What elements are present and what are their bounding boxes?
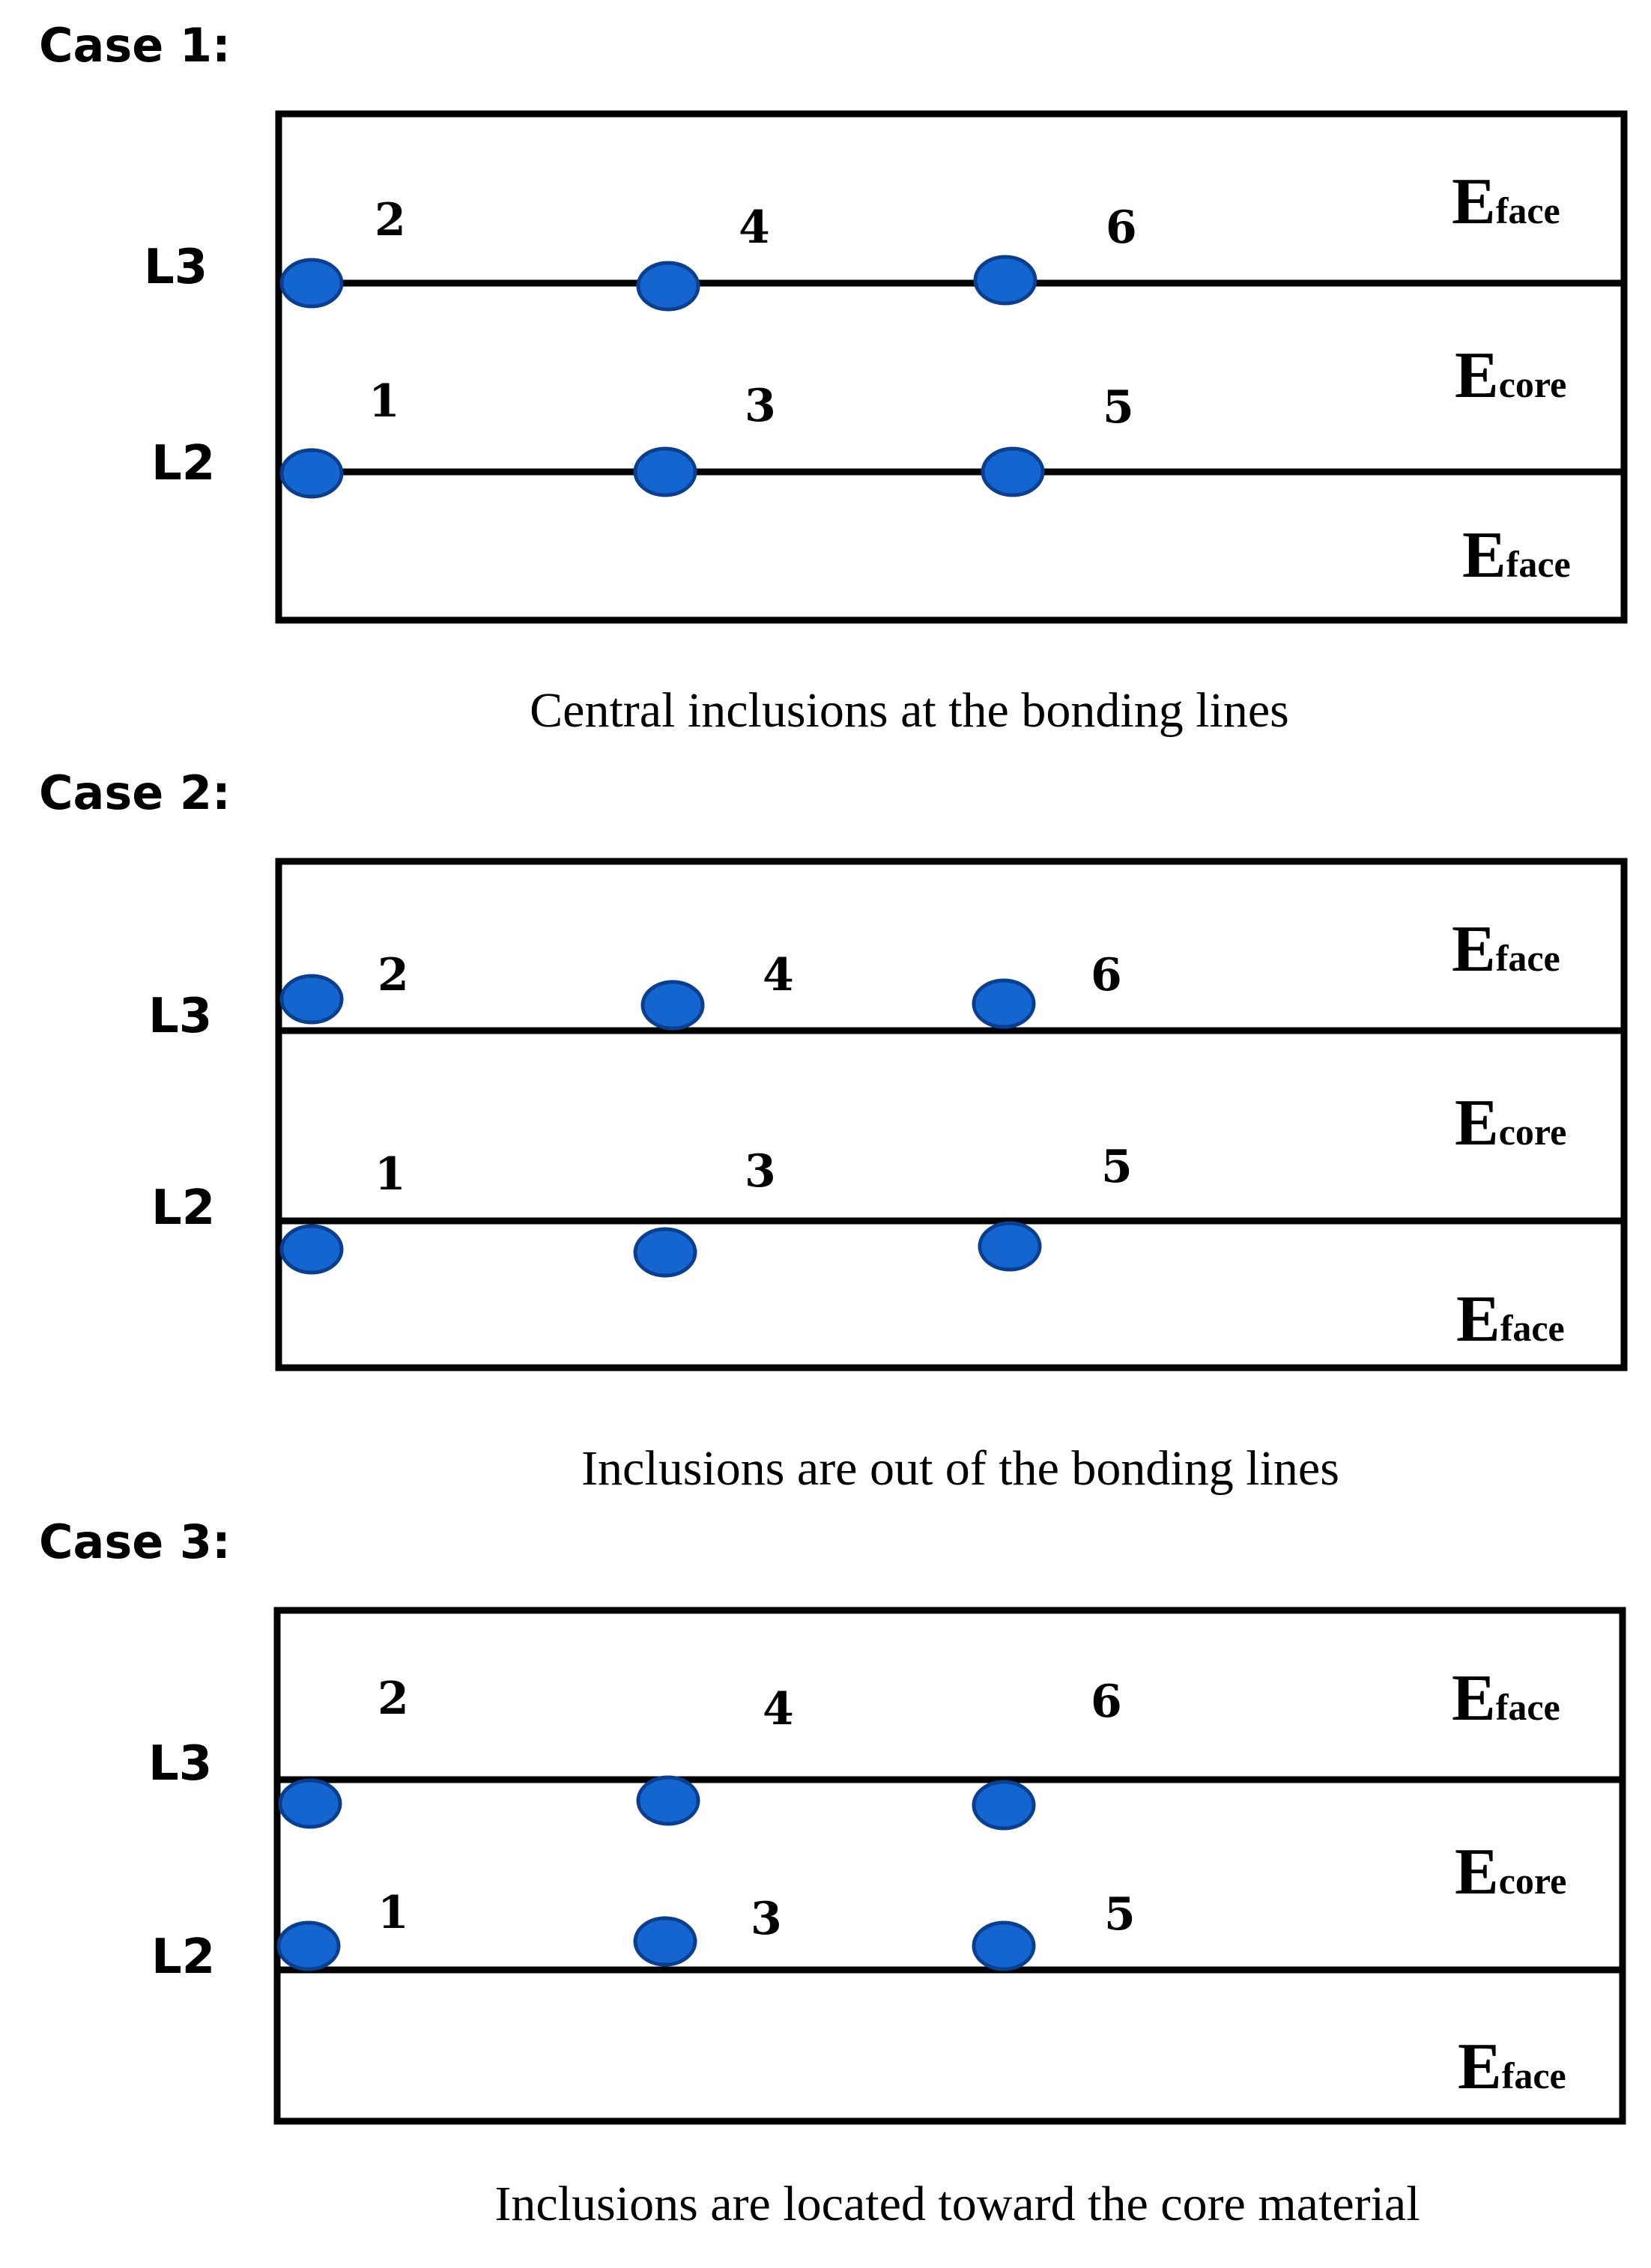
case-2-inclusion-3 [633, 1227, 697, 1278]
case-2-box [275, 858, 1628, 1371]
case-1-label-l2: L2 [151, 436, 215, 491]
case-1-inclusion-2 [279, 258, 344, 309]
case-2-label-l2: L2 [151, 1180, 215, 1236]
case-2-caption: Inclusions are out of the bonding lines [581, 1441, 1339, 1496]
case-1-caption: Central inclusions at the bonding lines [530, 683, 1289, 738]
case-2-number-4: 4 [763, 949, 794, 1001]
case-2-modulus-top: Eface [1452, 913, 1560, 986]
case-3-modulus-top: Eface [1452, 1662, 1560, 1735]
case-2-inclusion-4 [640, 980, 705, 1031]
case-3-panel: Case 3: L3 L2 2 4 6 1 3 5 Eface Ecore Ef… [39, 1514, 1626, 2231]
case-1-modulus-top: Eface [1452, 166, 1560, 238]
case-3-box [273, 1607, 1626, 2125]
case-1-number-2: 2 [375, 194, 406, 246]
case-3-inclusion-4 [636, 1775, 700, 1826]
case-3-inclusion-6 [972, 1780, 1036, 1831]
case-1-number-3: 3 [745, 380, 776, 432]
case-2-inclusion-1 [279, 1224, 344, 1275]
case-3-number-2: 2 [378, 1673, 409, 1725]
case-3-inclusion-3 [633, 1916, 697, 1967]
case-3-number-5: 5 [1104, 1888, 1136, 1941]
case-2-number-5: 5 [1101, 1141, 1133, 1193]
case-3-inclusion-2 [278, 1778, 342, 1829]
case-1-panel: Case 1: L3 L2 2 4 6 1 3 5 Eface Ecore Ef… [39, 18, 1628, 738]
case-1-title: Case 1: [39, 18, 231, 73]
case-3-number-1: 1 [378, 1887, 409, 1939]
case-3-caption: Inclusions are located toward the core m… [494, 2177, 1420, 2231]
case-1-inclusion-4 [636, 261, 700, 312]
case-1-number-1: 1 [369, 375, 400, 428]
case-3-number-4: 4 [763, 1683, 794, 1735]
case-3-label-l2: L2 [151, 1929, 215, 1985]
case-1-inclusion-1 [279, 448, 344, 499]
case-3-number-6: 6 [1091, 1676, 1122, 1728]
case-2-number-1: 1 [375, 1148, 406, 1201]
case-3-modulus-bot: Eface [1458, 2031, 1566, 2103]
case-3-modulus-mid: Ecore [1455, 1836, 1566, 1908]
case-3-inclusion-5 [972, 1920, 1036, 1971]
case-2-modulus-mid: Ecore [1455, 1087, 1566, 1159]
case-3-inclusion-1 [276, 1920, 341, 1971]
case-2-inclusion-6 [972, 978, 1036, 1029]
case-2-number-3: 3 [745, 1145, 776, 1198]
case-3-label-l3: L3 [148, 1736, 212, 1792]
case-2-inclusion-5 [978, 1221, 1042, 1272]
case-2-title: Case 2: [39, 765, 231, 820]
case-1-number-5: 5 [1103, 381, 1134, 434]
case-3-title: Case 3: [39, 1514, 231, 1569]
case-2-panel: Case 2: L3 L2 2 4 6 1 3 5 Eface Ecore Ef… [39, 765, 1628, 1496]
case-1-modulus-mid: Ecore [1455, 339, 1566, 412]
case-2-modulus-bot: Eface [1456, 1283, 1565, 1356]
case-3-number-3: 3 [751, 1893, 782, 1945]
case-2-number-2: 2 [378, 949, 409, 1001]
case-1-number-6: 6 [1106, 201, 1137, 254]
case-1-box [275, 110, 1628, 624]
case-1-inclusion-3 [633, 446, 697, 497]
case-2-number-6: 6 [1091, 949, 1122, 1001]
case-1-label-l3: L3 [144, 240, 207, 295]
case-1-number-4: 4 [739, 201, 770, 254]
case-2-label-l3: L3 [148, 989, 212, 1044]
case-2-inclusion-2 [279, 974, 344, 1025]
case-1-inclusion-5 [981, 446, 1045, 497]
case-1-modulus-bot: Eface [1462, 519, 1571, 592]
case-1-inclusion-6 [973, 255, 1037, 306]
